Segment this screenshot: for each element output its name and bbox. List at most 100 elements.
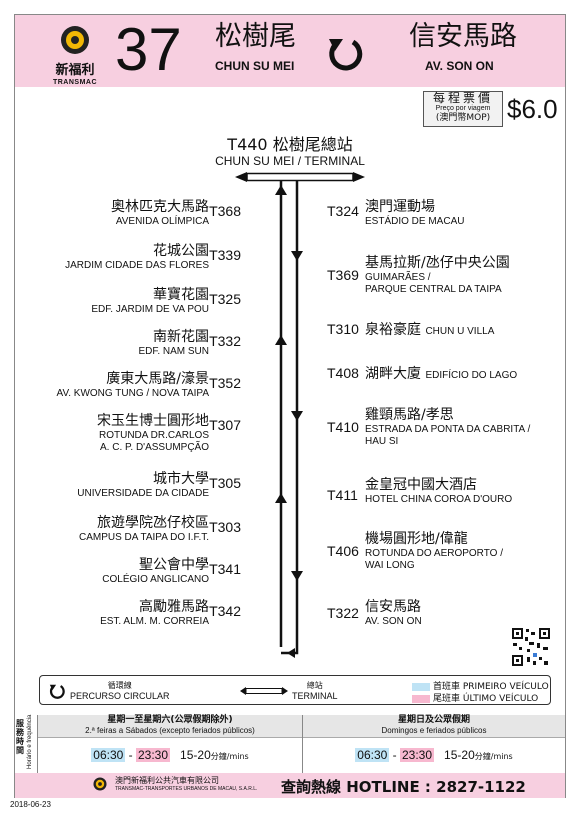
circular-route-icon <box>49 684 65 699</box>
stop-code: T339 <box>209 247 241 263</box>
stop-code: T310 <box>327 321 359 337</box>
stop-name-pt: ROTUNDA DO AEROPORTO / <box>365 548 503 559</box>
footer-company-cn: 澳門新福利公共汽車有限公司 <box>115 776 219 785</box>
legend-last-bus: 尾班車 ÚLTIMO VEÍCULO <box>412 691 538 704</box>
stop-item: 奧林匹克大馬路 AVENIDA OLÍMPICA T368 <box>111 199 241 228</box>
stop-code: T411 <box>327 487 358 503</box>
terminal-title: T440 松樹尾總站 CHUN SU MEI / TERMINAL <box>15 135 565 168</box>
stop-name-cn: 旅遊學院氹仔校區 <box>97 515 209 531</box>
stop-name-pt: EDF. JARDIM DE VA POU <box>91 304 209 315</box>
stop-code: T368 <box>209 203 241 219</box>
fare-label-cn: 每程票價 <box>432 91 493 105</box>
fare-label-pt: Preço por viagem <box>435 105 491 112</box>
stop-item: T410 雞頸馬路/孝思 ESTRADA DA PONTA DA CABRITA… <box>327 407 530 448</box>
origin-name-pt: CHUN SU MEI <box>215 59 295 73</box>
legend-box: 循環線 PERCURSO CIRCULAR 總站 TERMINAL 首班車 PR… <box>39 675 551 705</box>
stop-code: T408 <box>327 365 359 381</box>
company-logo: 新福利 TRANSMAC <box>45 25 105 86</box>
legend-first-swatch <box>412 682 430 691</box>
holiday-label-cn: 星期日及公眾假期 <box>397 715 470 725</box>
fare-price: $6.0 <box>507 94 558 124</box>
stop-item: T406 機場圓形地/偉龍 ROTUNDA DO AEROPORTO / WAI… <box>327 531 503 572</box>
stop-code: T324 <box>327 203 359 219</box>
stop-item: 花城公園 JARDIM CIDADE DAS FLORES T339 <box>65 243 241 272</box>
stop-item: T324 澳門運動場 ESTÁDIO DE MACAU <box>327 199 464 228</box>
stop-item: 旅遊學院氹仔校區 CAMPUS DA TAIPA DO I.F.T. T303 <box>78 515 241 544</box>
stop-code: T352 <box>209 375 241 391</box>
weekday-frequency: 15-20 <box>180 748 211 762</box>
stop-code: T410 <box>327 419 359 435</box>
stop-name-pt: AVENIDA OLÍMPICA <box>115 216 209 227</box>
holiday-frequency: 15-20 <box>444 748 475 762</box>
stop-code: T369 <box>327 267 359 283</box>
destination-name-pt: AV. SON ON <box>425 59 494 73</box>
stop-name-pt: ROTUNDA DR.CARLOS <box>98 430 209 441</box>
stop-name-cn: 高勵雅馬路 <box>139 599 209 615</box>
company-name-en: TRANSMAC <box>52 79 98 86</box>
route-line-diagram <box>235 172 365 658</box>
stop-item: 城市大學 UNIVERSIDADE DA CIDADE T305 <box>77 471 241 500</box>
weekday-label-pt: 2.ª feiras a Sábados (excepto feriados p… <box>85 726 255 735</box>
stop-name-pt: EDIFÍCIO DO LAGO <box>425 370 518 381</box>
holiday-header: 星期日及公眾假期 Domingos e feriados públicos <box>303 715 565 738</box>
transmac-logo-icon <box>93 777 107 791</box>
terminal-arrow-icon <box>240 687 288 695</box>
print-date: 2018-06-23 <box>10 800 51 809</box>
stop-name-pt: CAMPUS DA TAIPA DO I.F.T. <box>78 532 209 543</box>
stop-item: T322 信安馬路 AV. SON ON <box>327 599 422 628</box>
stop-name-pt: EDF. NAM SUN <box>138 346 209 357</box>
weekday-label-cn: 星期一至星期六(公眾假期除外) <box>107 715 233 725</box>
stop-name-pt: EST. ALM. M. CORREIA <box>100 616 209 627</box>
stop-name-cn: 華寶花園 <box>153 287 209 303</box>
route-sheet: 新福利 TRANSMAC 37 松樹尾 CHUN SU MEI 信安馬路 AV.… <box>14 14 566 798</box>
legend-circular: 循環線 PERCURSO CIRCULAR <box>70 680 170 701</box>
stop-name-cn: 信安馬路 <box>365 599 421 615</box>
fare-currency: (澳門幣MOP) <box>435 113 491 123</box>
stop-item: T408 湖畔大廈 EDIFÍCIO DO LAGO <box>327 365 517 383</box>
weekday-header: 星期一至星期六(公眾假期除外) 2.ª feiras a Sábados (ex… <box>38 715 302 738</box>
terminal-name-pt: CHUN SU MEI / TERMINAL <box>215 154 365 168</box>
stop-name-pt: AV. KWONG TUNG / NOVA TAIPA <box>56 388 209 399</box>
holiday-label-pt: Domingos e feriados públicos <box>381 726 487 735</box>
stop-name-pt: JARDIM CIDADE DAS FLORES <box>65 260 209 271</box>
stop-name-cn: 花城公園 <box>153 243 209 259</box>
schedule-table: 服務時間 Horário e frequência 星期一至星期六(公眾假期除外… <box>15 715 565 773</box>
stop-item: 宋玉生博士圓形地 ROTUNDA DR.CARLOS A. C. P. D'AS… <box>97 413 241 454</box>
stop-code: T406 <box>327 543 359 559</box>
fare-label-box: 每程票價 Preço por viagem (澳門幣MOP) <box>423 91 503 127</box>
stop-code: T307 <box>209 417 241 433</box>
legend-first-bus: 首班車 PRIMEIRO VEÍCULO <box>412 679 549 692</box>
stop-name-pt: ESTÁDIO DE MACAU <box>365 216 465 227</box>
company-name-cn: 新福利 <box>55 63 95 78</box>
holiday-column: 星期日及公眾假期 Domingos e feriados públicos 06… <box>303 715 565 773</box>
transmac-logo-icon <box>61 26 89 54</box>
stop-item: 高勵雅馬路 EST. ALM. M. CORREIA T342 <box>100 599 241 628</box>
schedule-side-label: 服務時間 Horário e frequência <box>15 715 38 773</box>
destination-name-cn: 信安馬路 <box>409 21 517 52</box>
route-number: 37 <box>115 16 182 83</box>
weekday-column: 星期一至星期六(公眾假期除外) 2.ª feiras a Sábados (ex… <box>38 715 303 773</box>
stop-name-pt: CHUN U VILLA <box>425 326 495 337</box>
schedule-side-cn: 服務時間 <box>16 719 24 755</box>
footer-company-pt: TRANSMAC-TRANSPORTES URBANOS DE MACAU, S… <box>115 786 258 792</box>
stop-name-cn: 金皇冠中國大酒店 <box>365 477 477 493</box>
stop-name-pt-line2: WAI LONG <box>365 560 415 571</box>
legend-terminal: 總站 TERMINAL <box>292 680 338 701</box>
header-banner: 新福利 TRANSMAC 37 松樹尾 CHUN SU MEI 信安馬路 AV.… <box>15 15 565 87</box>
footer-bar: 澳門新福利公共汽車有限公司 TRANSMAC-TRANSPORTES URBAN… <box>15 773 565 798</box>
stop-item: T411 金皇冠中國大酒店 HOTEL CHINA COROA D'OURO <box>327 477 512 506</box>
legend-terminal-pt: TERMINAL <box>292 691 338 701</box>
legend-circular-pt: PERCURSO CIRCULAR <box>70 691 170 701</box>
legend-circular-cn: 循環線 <box>107 681 132 690</box>
stop-name-cn: 基馬拉斯/氹仔中央公園 <box>365 255 510 271</box>
stop-code: T303 <box>209 519 241 535</box>
legend-last-swatch <box>412 694 430 703</box>
stop-name-cn: 南新花園 <box>153 329 209 345</box>
stop-name-cn: 廣東大馬路/濠景 <box>106 371 209 387</box>
weekday-first-bus: 06:30 <box>91 748 126 762</box>
stop-code: T305 <box>209 475 241 491</box>
stop-name-pt: HOTEL CHINA COROA D'OURO <box>365 494 513 505</box>
stop-name-pt: UNIVERSIDADE DA CIDADE <box>77 488 209 499</box>
holiday-last-bus: 23:30 <box>400 748 435 762</box>
stop-name-pt-line2: A. C. P. D'ASSUMPÇÃO <box>100 442 209 453</box>
